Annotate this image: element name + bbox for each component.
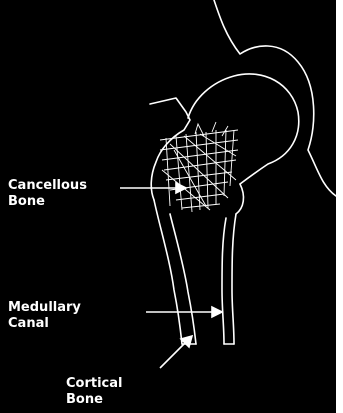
cortical-bone-label-line2: Bone xyxy=(66,392,123,408)
cortical-arrow-shaft xyxy=(160,342,186,368)
medullary-wall-left xyxy=(170,214,196,344)
cancellous-trabeculae xyxy=(160,122,238,212)
medullary-wall-right xyxy=(222,218,226,344)
medullary-canal-label: Medullary Canal xyxy=(8,300,81,332)
medullary-canal-label-line1: Medullary xyxy=(8,300,81,316)
cortical-wall-left-outer xyxy=(154,200,182,344)
lesser-trochanter-outline xyxy=(236,184,243,214)
cancellous-bone-label-line1: Cancellous xyxy=(8,178,87,194)
femoral-head-outline xyxy=(188,74,299,184)
pelvis-outline xyxy=(214,0,336,196)
medullary-arrow-head xyxy=(212,307,222,317)
cortical-wall-right-outer xyxy=(232,214,236,344)
cancellous-bone-label-line2: Bone xyxy=(8,194,87,210)
cancellous-arrow-head xyxy=(176,183,186,193)
medullary-canal-label-line2: Canal xyxy=(8,316,81,332)
cancellous-bone-label: Cancellous Bone xyxy=(8,178,87,210)
cortical-bone-label: Cortical Bone xyxy=(66,376,123,408)
diagram-background: Cancellous Bone Medullary Canal Cortical… xyxy=(0,0,336,413)
cortical-bone-label-line1: Cortical xyxy=(66,376,123,392)
